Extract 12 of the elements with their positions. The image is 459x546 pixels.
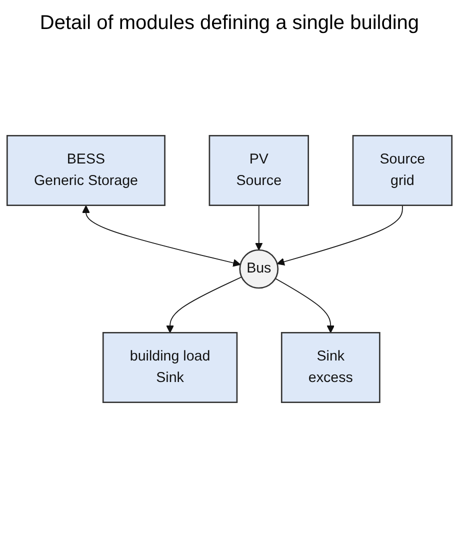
diagram-title: Detail of modules defining a single building	[38, 12, 420, 35]
node-box: BESS Generic Storage	[6, 135, 166, 206]
node-circle: Bus	[239, 249, 279, 289]
arrow	[82, 205, 241, 267]
arrow	[166, 276, 242, 334]
node-box: Sink excess	[280, 332, 380, 403]
arrow	[274, 278, 335, 334]
arrow	[254, 204, 263, 250]
node-box: building load Sink	[102, 332, 238, 403]
arrow	[276, 204, 403, 266]
node-box: Source grid	[352, 135, 453, 206]
node-box: PV Source	[208, 135, 309, 206]
